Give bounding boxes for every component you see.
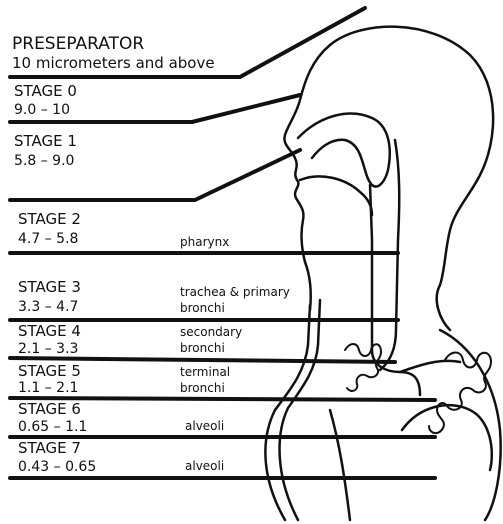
stage5-organ-line1: terminal: [180, 366, 230, 378]
stage4-organ-line1: secondary: [180, 326, 242, 338]
stage0-name: STAGE 0: [14, 84, 77, 99]
stage6-organ: alveoli: [185, 420, 224, 432]
stage6-range: 0.65 – 1.1: [18, 420, 87, 434]
stage6-name: STAGE 6: [18, 402, 81, 417]
stage0-range: 9.0 – 10: [14, 103, 70, 117]
trachea-left: [265, 305, 310, 520]
stage2-organ: pharynx: [180, 236, 229, 248]
left-bronchioles: [345, 344, 381, 391]
stage1-name: STAGE 1: [14, 134, 77, 149]
stage5-organ-line2: bronchi: [180, 382, 225, 394]
stage2-range: 4.7 – 5.8: [18, 232, 78, 246]
stage4-range: 2.1 – 3.3: [18, 342, 78, 356]
stage2-name: STAGE 2: [18, 212, 81, 227]
lung-inner: [330, 410, 350, 520]
preseparator-subtitle: 10 micrometers and above: [12, 56, 215, 71]
stage3-organ-line1: trachea & primary: [180, 286, 290, 298]
nasal-cavity: [298, 114, 390, 187]
bronchus-branch: [400, 361, 460, 372]
stage1-range: 5.8 – 9.0: [14, 154, 74, 168]
stage3-organ-line2: bronchi: [180, 302, 225, 314]
stage5-range: 1.1 – 2.1: [18, 381, 78, 395]
stage5-name: STAGE 5: [18, 364, 81, 379]
stage7-range: 0.43 – 0.65: [18, 460, 96, 474]
pharynx-inner: [305, 262, 311, 310]
stage7-name: STAGE 7: [18, 441, 81, 456]
stage7-organ: alveoli: [185, 460, 224, 472]
preseparator-title: PRESEPARATOR: [12, 36, 144, 53]
stage3-name: STAGE 3: [18, 280, 81, 295]
stage4-organ-line2: bronchi: [180, 342, 225, 354]
trachea-right: [280, 300, 320, 520]
oral-cavity: [300, 176, 372, 215]
stage4-name: STAGE 4: [18, 324, 81, 339]
head-outline: [330, 27, 493, 330]
stage3-range: 3.3 – 4.7: [18, 300, 78, 314]
